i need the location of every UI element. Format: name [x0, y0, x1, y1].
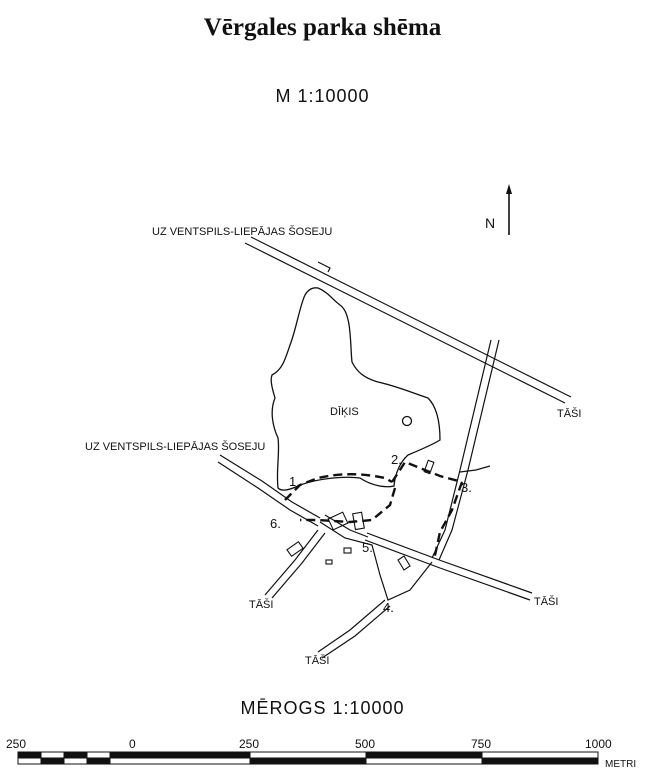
road-top — [244, 236, 572, 404]
destination-label-bottom: TĀŠI — [305, 655, 330, 667]
scale-tick: 1000 — [585, 737, 612, 751]
road-stub — [459, 465, 491, 473]
building — [423, 459, 435, 475]
map-title: Vērgales parka shēma — [203, 14, 442, 41]
scale-tick: 250 — [239, 737, 260, 751]
road-left — [217, 454, 321, 527]
route-point-6: 6. — [270, 516, 281, 531]
building — [343, 547, 352, 554]
walking-route — [284, 460, 464, 561]
route-point-3: 3. — [461, 480, 472, 495]
building — [325, 559, 333, 565]
scale-bar-title: MĒROGS 1:10000 — [240, 698, 405, 718]
building — [352, 511, 365, 531]
building — [286, 540, 304, 558]
north-arrow-icon — [506, 184, 512, 235]
scale-bar — [17, 751, 599, 765]
destination-label-right-top: TĀŠI — [557, 408, 582, 420]
building — [397, 555, 411, 571]
road-north-east — [431, 339, 500, 561]
road-label-top: UZ VENTSPILS-LIEPĀJAS ŠOSEJU — [152, 226, 333, 238]
scale-tick: 250 — [6, 737, 27, 751]
destination-label-right-bottom: TĀŠI — [534, 596, 559, 608]
north-label: N — [485, 215, 496, 231]
scale-tick: 0 — [129, 737, 136, 751]
park-loop-road — [319, 514, 433, 601]
route-point-4: 4. — [383, 600, 394, 615]
pond-island — [401, 415, 413, 427]
map-scale-label: M 1:10000 — [275, 86, 370, 106]
pond-outline — [270, 287, 441, 491]
road-lower-left — [264, 529, 326, 599]
scale-unit: METRI — [605, 759, 637, 770]
route-point-5: 5. — [362, 540, 373, 555]
scale-tick: 750 — [471, 737, 492, 751]
road-feature — [317, 261, 331, 273]
scale-tick: 500 — [355, 737, 376, 751]
route-point-2: 2. — [391, 452, 402, 467]
road-label-left: UZ VENTSPILS-LIEPĀJAS ŠOSEJU — [85, 441, 266, 453]
route-point-1: 1. — [289, 474, 300, 489]
pond-label: DĪĶIS — [330, 406, 359, 418]
road-lower-right — [364, 532, 533, 601]
building — [327, 511, 349, 531]
destination-label-left: TĀŠI — [249, 599, 274, 611]
road-bottom — [317, 599, 391, 659]
